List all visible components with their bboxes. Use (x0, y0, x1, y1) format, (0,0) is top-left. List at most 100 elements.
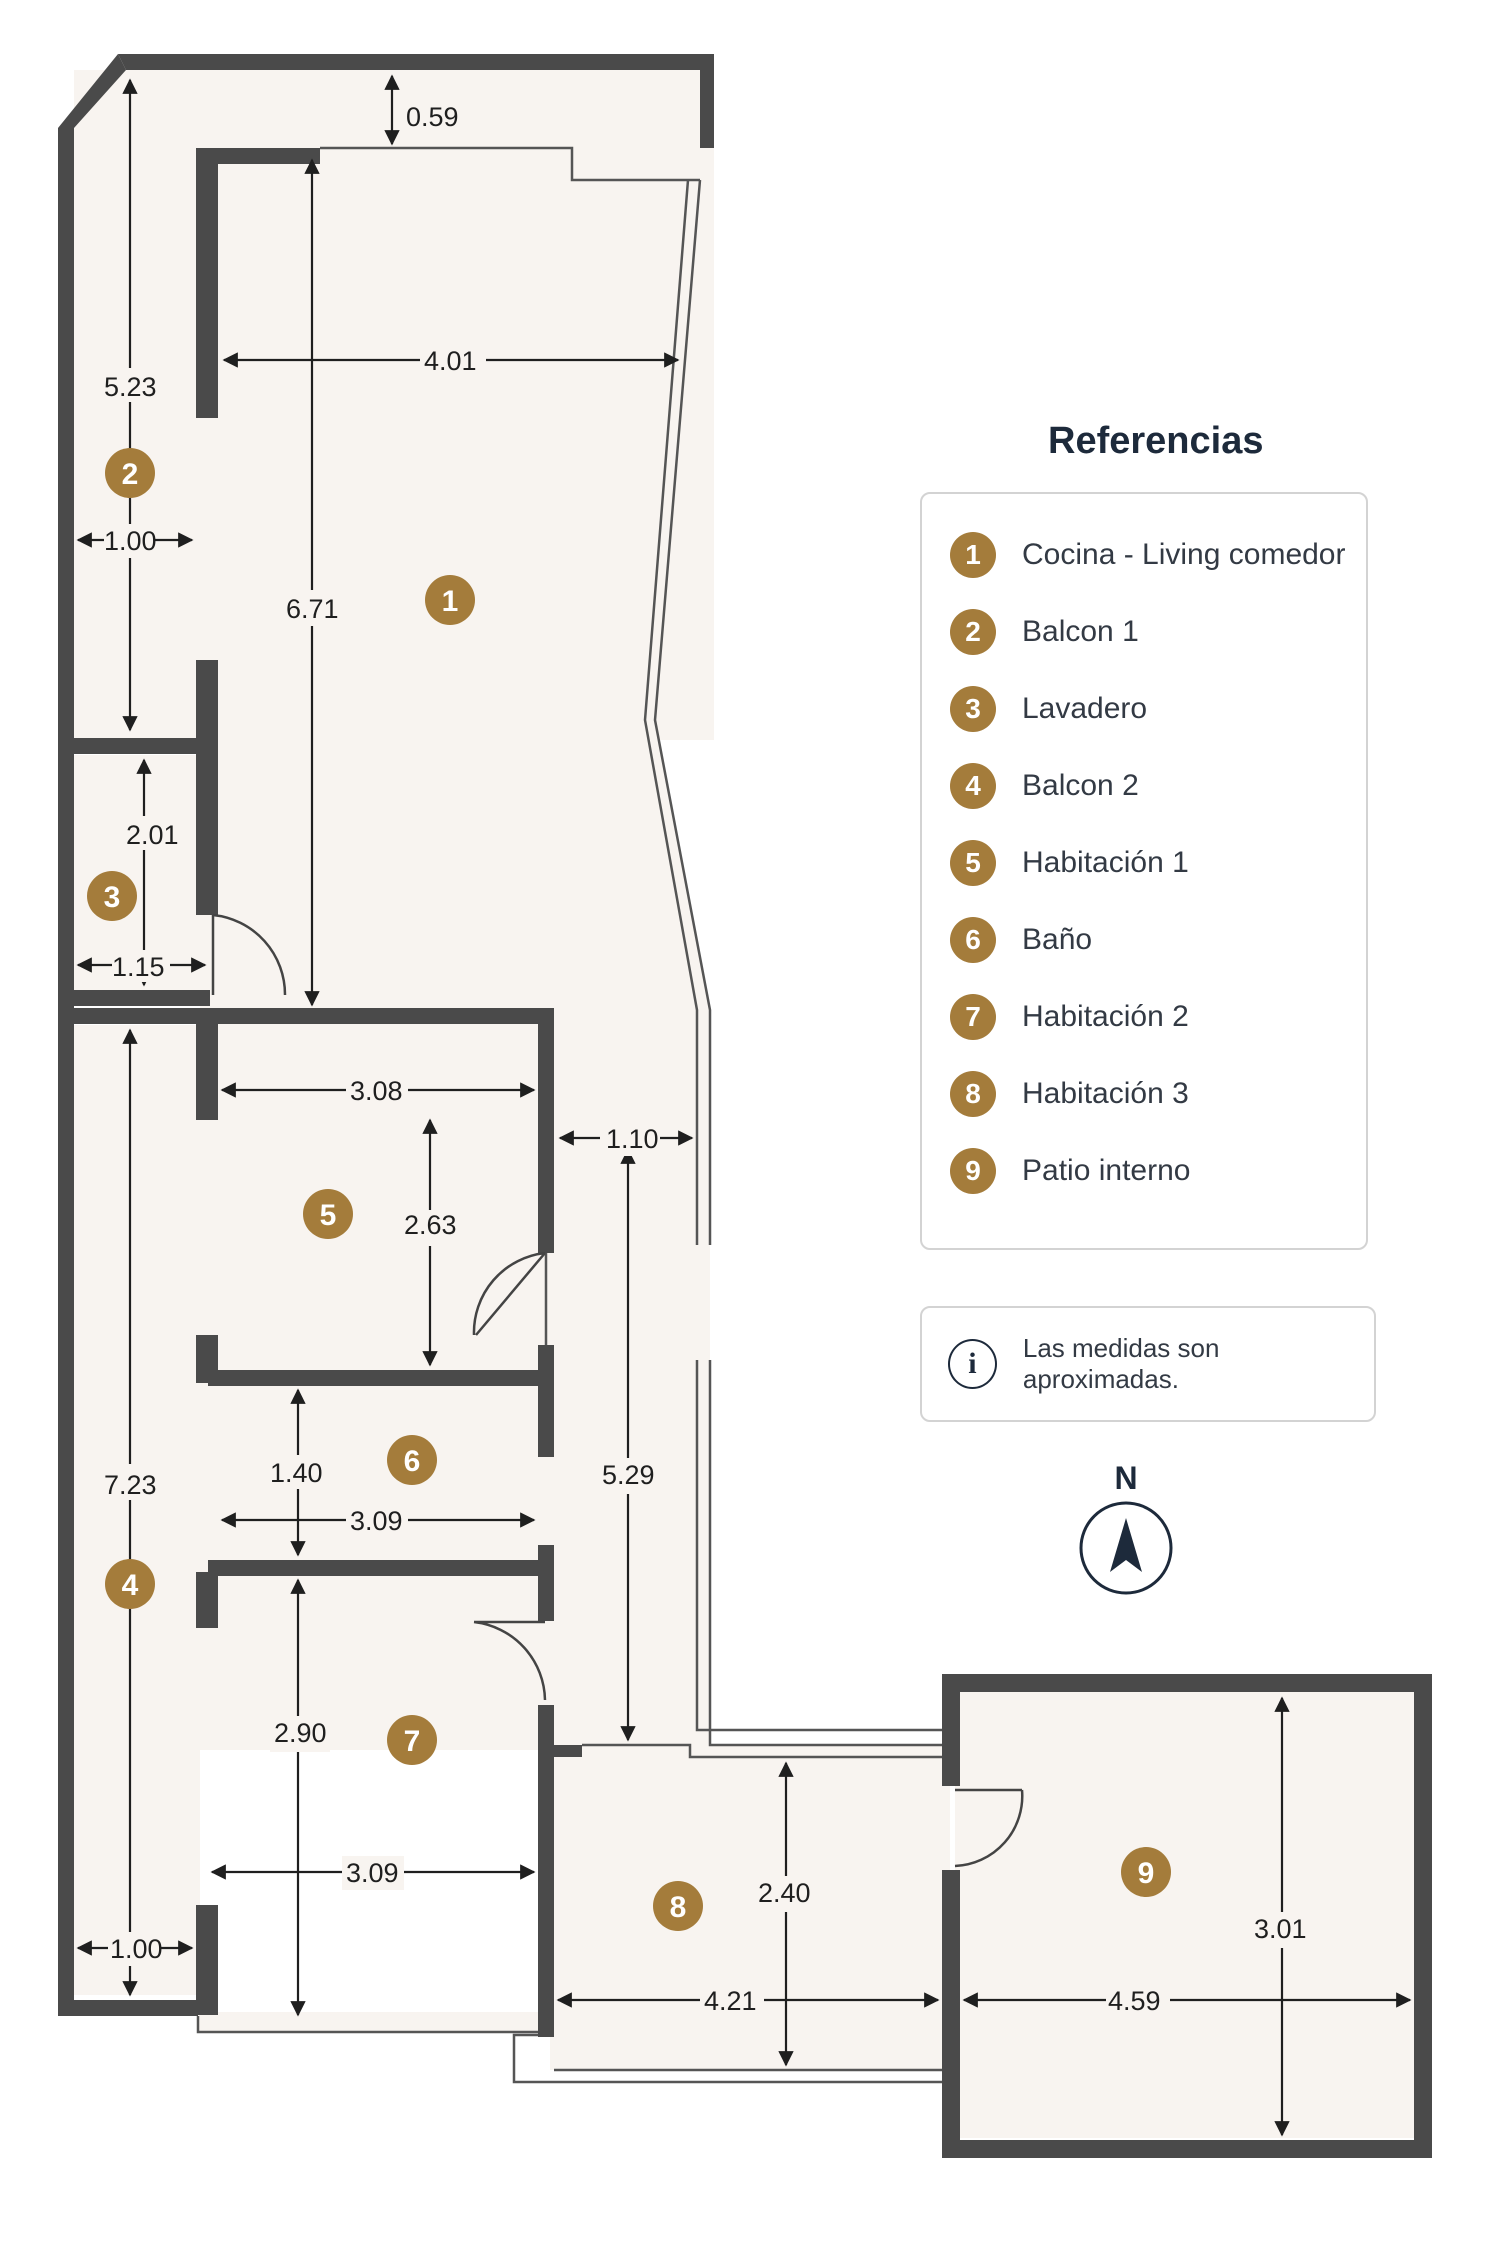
wall-top-balcony (118, 54, 714, 148)
wall-room5-bottom (208, 1370, 554, 1386)
legend-label: Lavadero (1022, 692, 1148, 725)
dim-r6-length: 1.40 (270, 1458, 323, 1488)
dim-r6-width: 3.09 (350, 1506, 403, 1536)
legend-label: Habitación 1 (1022, 846, 1189, 879)
note-text: Las medidas son aproximadas. (1022, 1333, 1220, 1394)
wall-room6-right (538, 1345, 554, 1457)
walls (58, 54, 1432, 2158)
room-badge-8: 8 (653, 1881, 703, 1931)
legend-title: Referencias (1048, 420, 1264, 462)
room-badge-6: 6 (387, 1435, 437, 1485)
north-arrow-icon (1079, 1501, 1173, 1595)
room-badge-2: 2 (105, 448, 155, 498)
legend-badge-icon: 8 (950, 1071, 996, 1117)
room-badges: 1 2 3 4 5 6 7 8 9 (87, 448, 1171, 1931)
room-badge-3: 3 (87, 871, 137, 921)
dim-r4-width: 1.00 (110, 1934, 163, 1964)
hall-right-lower (695, 1360, 942, 1732)
dim-r8-width: 4.21 (704, 1986, 757, 2016)
dim-r5-length: 2.63 (404, 1210, 457, 1240)
room-badge-4: 4 (105, 1559, 155, 1609)
info-icon: i (948, 1339, 997, 1389)
wall-rooms-left-3 (196, 1572, 218, 1628)
wall-left-outer (58, 128, 74, 2013)
wall-room7-right (538, 1545, 554, 1621)
svg-text:9: 9 (1138, 1857, 1155, 1890)
svg-text:5: 5 (320, 1199, 337, 1232)
wall-room6-bottom (208, 1560, 554, 1576)
dim-r5-width: 3.08 (350, 1076, 403, 1106)
wall-left-diagonal (58, 54, 126, 128)
legend-label: Patio interno (1022, 1154, 1191, 1187)
dim-r3-width: 1.15 (112, 952, 165, 982)
dim-r1-length: 6.71 (286, 594, 339, 624)
wall-kitchen-left-mid (196, 660, 218, 915)
dim-r3-length: 2.01 (126, 820, 179, 850)
svg-text:3: 3 (104, 881, 121, 914)
legend-label: Habitación 2 (1022, 1000, 1189, 1033)
window-top (320, 146, 700, 182)
dim-r4-length: 7.23 (104, 1470, 157, 1500)
legend-badge-icon: 5 (950, 840, 996, 886)
door-patio (954, 1788, 1024, 1868)
facade-right-outer (653, 179, 712, 1245)
room-badge-1: 1 (425, 575, 475, 625)
dim-r2-width: 1.00 (104, 526, 157, 556)
room-badge-7: 7 (387, 1715, 437, 1765)
dim-r1-width: 4.01 (424, 346, 477, 376)
wall-rooms-left-4 (196, 1905, 218, 2015)
wall-bottom-left (58, 2000, 198, 2016)
room-floor-8 (550, 1745, 950, 2070)
legend-badge-icon: 2 (950, 609, 996, 655)
wall-kitchen-left-top (196, 148, 218, 418)
wall-laundry-bottom (58, 990, 210, 1006)
svg-text:4: 4 (122, 1569, 139, 1602)
wall-balcony1-bottom (58, 738, 208, 754)
hall-right-lower-2 (708, 1360, 942, 1747)
wall-rooms-left (196, 1020, 218, 1120)
facade-right-inner (643, 179, 699, 1245)
dim-r2-offset: 0.59 (406, 102, 459, 132)
doors (211, 913, 1024, 1868)
legend-badge-icon: 1 (950, 532, 996, 578)
bottom-left-strip (196, 2016, 538, 2034)
wall-patio-left-bottom (942, 1870, 960, 2158)
room-floor-2 (74, 70, 714, 740)
svg-text:7: 7 (404, 1725, 421, 1758)
wall-kitchen-top-left (196, 148, 320, 164)
dim-r9-length: 3.01 (1254, 1914, 1307, 1944)
bottom-strip (198, 2012, 553, 2032)
dim-r7-width: 3.09 (346, 1858, 399, 1888)
svg-text:6: 6 (404, 1445, 421, 1478)
thin-walls (196, 146, 942, 2084)
svg-text:2: 2 (122, 458, 139, 491)
door-laundry (211, 913, 287, 996)
room-floor-9 (955, 1690, 1417, 2138)
note-box: i Las medidas son aproximadas. (920, 1306, 1376, 1422)
legend-badge-icon: 4 (950, 763, 996, 809)
legend-label: Balcon 2 (1022, 769, 1139, 802)
legend-item-9: 9 Patio interno (950, 1146, 1190, 1196)
wall-room5-right (538, 1010, 554, 1253)
legend-badge-icon: 3 (950, 686, 996, 732)
room8-bottom (512, 2033, 942, 2084)
legend-item-5: 5 Habitación 1 (950, 838, 1189, 888)
dim-hall-length: 5.29 (602, 1460, 655, 1490)
legend-label: Habitación 3 (1022, 1077, 1189, 1110)
room-badge-5: 5 (303, 1189, 353, 1239)
legend-badge-icon: 6 (950, 917, 996, 963)
legend-label: Balcon 1 (1022, 615, 1139, 648)
door-room7 (473, 1620, 547, 1701)
north-label: N (1114, 1460, 1138, 1496)
legend-badge-icon: 9 (950, 1148, 996, 1194)
wall-room8-corner (538, 1745, 582, 1757)
wall-patio-right (1414, 1674, 1432, 2158)
legend-item-8: 8 Habitación 3 (950, 1069, 1189, 1119)
dimension-labels: 0.59 5.23 1.00 4.01 6.71 2.01 1.15 7.23 … (100, 96, 1312, 2018)
wall-patio-top (942, 1674, 1432, 1692)
